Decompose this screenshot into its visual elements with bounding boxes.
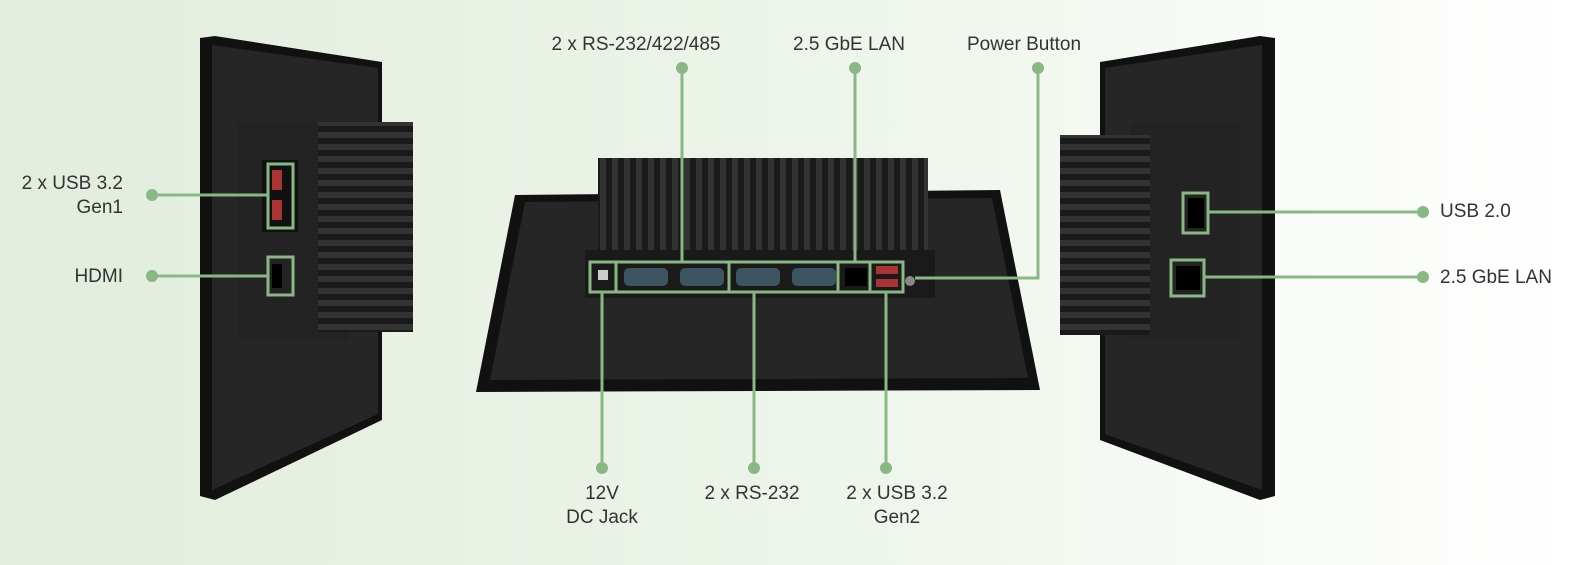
label-dc-jack: 12V DC Jack <box>566 482 638 530</box>
label-usb20: USB 2.0 <box>1440 201 1511 222</box>
left-side-view <box>200 36 413 500</box>
label-usb32-gen2: 2 x USB 3.2 Gen2 <box>846 482 947 530</box>
label-line: Gen2 <box>873 507 921 528</box>
label-hdmi: HDMI <box>74 266 123 287</box>
label-line: 2 x USB 3.2 <box>21 173 123 194</box>
rear-view <box>476 158 1040 392</box>
label-serial-multi: 2 x RS-232/422/485 <box>551 34 721 55</box>
label-power-button: Power Button <box>966 34 1082 55</box>
label-line: 2 x USB 3.2 <box>846 483 948 504</box>
label-line: Gen1 <box>76 197 123 218</box>
label-lan-top: 2.5 GbE LAN <box>793 34 905 55</box>
callout-dots <box>146 62 1429 474</box>
label-usb32-gen1: 2 x USB 3.2 Gen1 <box>22 172 123 220</box>
callout-lines <box>152 68 1423 468</box>
label-rs232: 2 x RS-232 <box>704 483 800 504</box>
label-lan-right: 2.5 GbE LAN <box>1440 267 1552 288</box>
label-line: DC Jack <box>566 507 638 528</box>
label-line: 12V <box>585 483 619 504</box>
right-side-view <box>1060 36 1275 500</box>
